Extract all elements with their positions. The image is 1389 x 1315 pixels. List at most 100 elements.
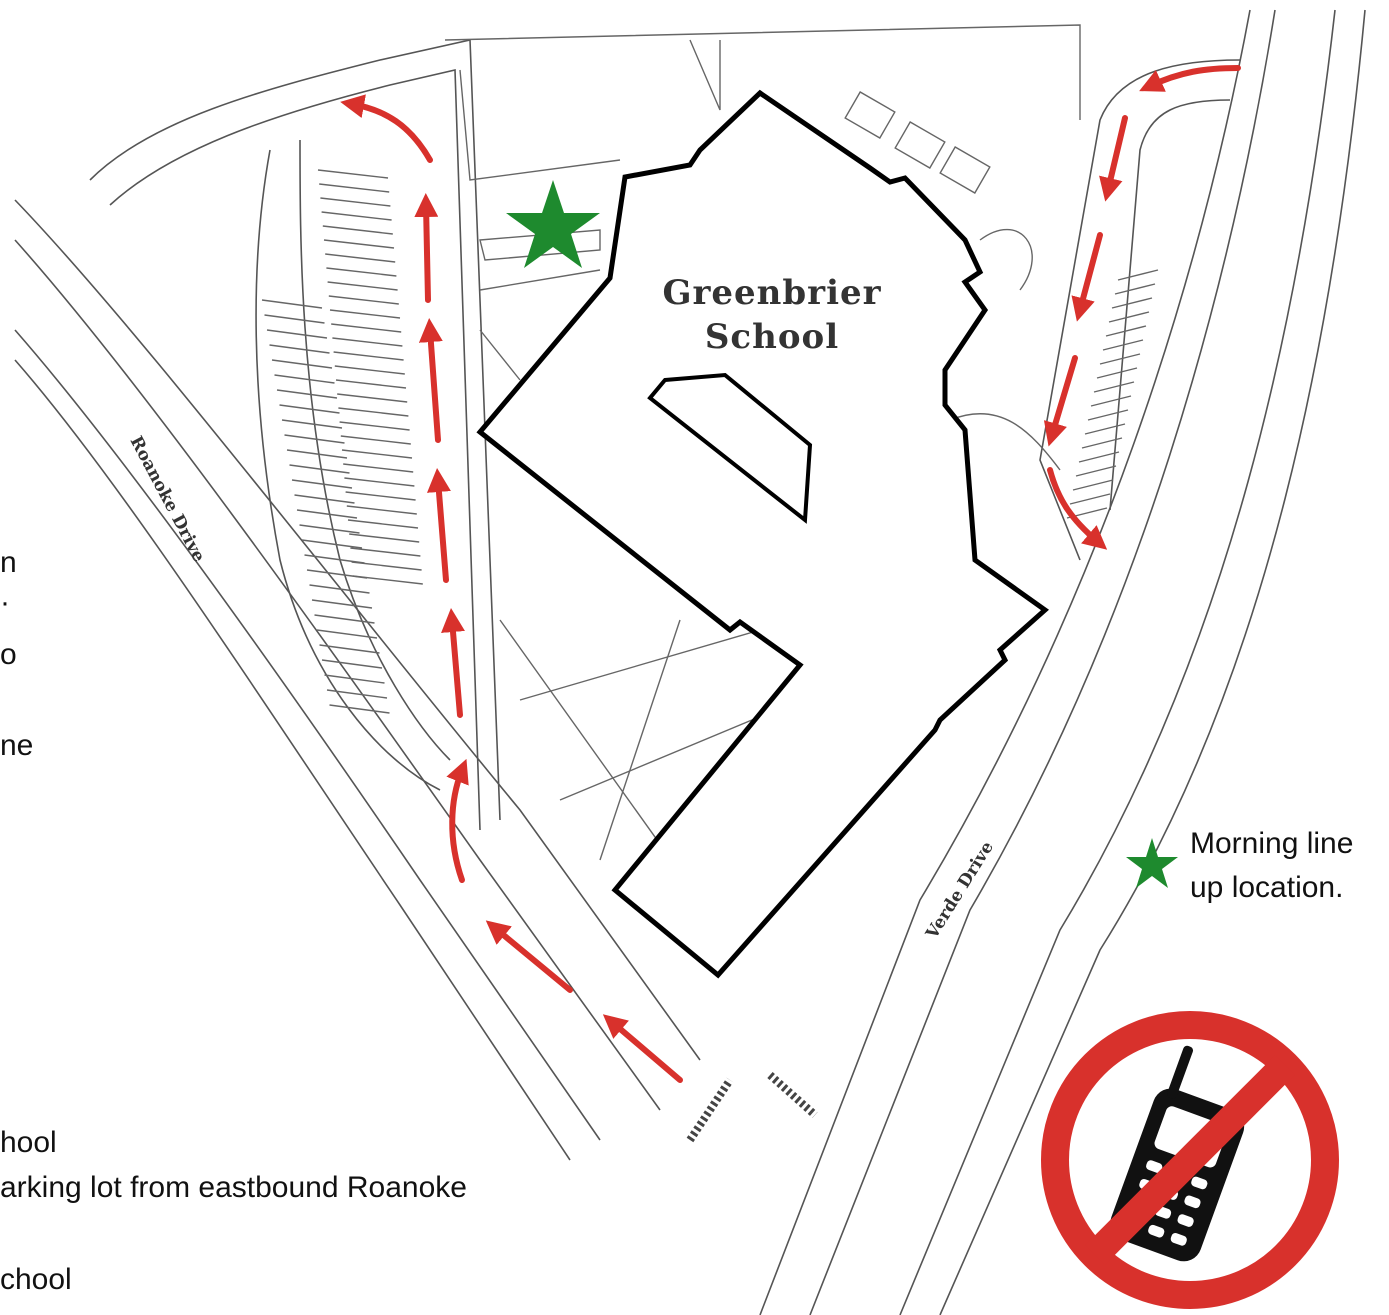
school-courtyard — [647, 372, 813, 524]
parking-stripe — [341, 449, 413, 459]
parking-stripe — [306, 569, 368, 579]
parking-stripe — [324, 674, 385, 684]
arrow — [1047, 467, 1108, 550]
parking-stripe — [319, 644, 380, 654]
parking-stripe — [1117, 269, 1159, 281]
no-cell-phone-icon — [1041, 1011, 1339, 1309]
parking-stripe — [276, 389, 338, 399]
legend-text-line1: Morning line — [1190, 827, 1354, 860]
traffic-flow-arrows — [340, 65, 1241, 1083]
legend-star-icon — [1126, 838, 1178, 888]
bottom-text-line3: chool — [0, 1263, 72, 1296]
parking-stripe — [266, 329, 328, 339]
parking-stripe — [333, 351, 404, 361]
parking-stripe — [1078, 451, 1120, 463]
parking-stripe — [326, 689, 388, 699]
parking-stripe — [316, 629, 378, 639]
road-label-roanoke: Roanoke Drive — [126, 433, 209, 566]
parking-stripe — [286, 449, 348, 459]
verde-drive-road — [759, 9, 1366, 1315]
crosswalks — [686, 1072, 818, 1143]
parking-stripe — [279, 404, 340, 414]
west-parking-stripes — [261, 169, 423, 714]
parking-stripe — [264, 314, 325, 324]
parking-stripe — [345, 491, 416, 501]
parking-stripe — [349, 533, 420, 543]
parking-stripe — [309, 584, 370, 594]
parking-stripe — [1075, 465, 1117, 477]
roanoke-drive-road — [14, 199, 701, 1161]
parking-stripe — [314, 614, 375, 624]
legend-text-line2: up location. — [1190, 871, 1344, 904]
parking-stripe — [1072, 479, 1114, 491]
parking-stripe — [1111, 297, 1153, 309]
parking-stripe — [343, 463, 414, 473]
parking-stripe — [1084, 423, 1126, 435]
arrow — [1139, 65, 1241, 92]
parking-stripe — [291, 479, 353, 489]
school-name-line2: School — [705, 317, 839, 357]
parking-stripe — [1093, 381, 1135, 393]
school-name-line1: Greenbrier — [662, 273, 881, 313]
parking-stripe — [271, 359, 333, 369]
parking-stripe — [261, 299, 323, 309]
parking-stripe — [304, 554, 365, 564]
parking-stripe — [284, 434, 345, 444]
bottom-text-line2: arking lot from eastbound Roanoke — [0, 1171, 467, 1204]
parking-stripe — [334, 365, 405, 375]
parking-stripe — [317, 169, 389, 179]
parking-stripe — [1090, 395, 1132, 407]
arrow — [1099, 115, 1128, 202]
parking-stripe — [321, 659, 383, 669]
parking-stripe — [1069, 493, 1111, 505]
parking-stripe — [322, 225, 393, 235]
parking-stripe — [1096, 367, 1138, 379]
arrow — [441, 608, 465, 718]
parking-stripe — [338, 407, 409, 417]
parking-stripe — [346, 505, 417, 515]
morning-lineup-star-icon — [506, 180, 600, 268]
parking-stripe — [326, 267, 397, 277]
arrow — [418, 318, 443, 443]
parking-stripe — [299, 524, 360, 534]
school-building — [476, 89, 1050, 979]
parking-stripe — [311, 599, 373, 609]
left-text-fragment: o — [0, 638, 17, 671]
west-parking-lot — [89, 39, 501, 831]
parking-stripe — [328, 295, 399, 305]
parking-stripe — [335, 379, 407, 389]
arrow — [340, 94, 433, 163]
parking-stripe — [1087, 409, 1129, 421]
parking-stripe — [289, 464, 350, 474]
arrow — [446, 758, 469, 883]
parking-stripe — [325, 253, 396, 263]
parking-stripe — [1099, 353, 1141, 365]
arrow — [602, 1014, 683, 1083]
parking-stripe — [1081, 437, 1123, 449]
parking-stripe — [301, 539, 363, 549]
parking-stripe — [347, 519, 419, 529]
road-label-verde: Verde Drive — [922, 838, 998, 944]
parking-stripe — [340, 435, 411, 445]
left-text-fragment: · — [0, 586, 10, 619]
parking-stripe — [327, 281, 398, 291]
parking-stripe — [319, 183, 390, 193]
parking-stripe — [344, 477, 415, 487]
parking-stripe — [337, 393, 408, 403]
east-parking-stripes — [1066, 269, 1159, 519]
arrow — [426, 468, 451, 583]
parking-stripe — [350, 547, 421, 557]
arrow — [1043, 355, 1078, 447]
east-parking-lot — [1039, 59, 1241, 561]
parking-stripe — [339, 421, 410, 431]
parking-stripe — [1105, 325, 1147, 337]
parking-stripe — [281, 419, 343, 429]
left-text-fragment: ne — [0, 729, 34, 762]
left-text-fragment: n — [0, 546, 17, 579]
parking-stripe — [296, 509, 358, 519]
parking-stripe — [329, 309, 401, 319]
parking-stripe — [329, 704, 390, 714]
parking-stripe — [1108, 311, 1150, 323]
parking-stripe — [321, 211, 392, 221]
